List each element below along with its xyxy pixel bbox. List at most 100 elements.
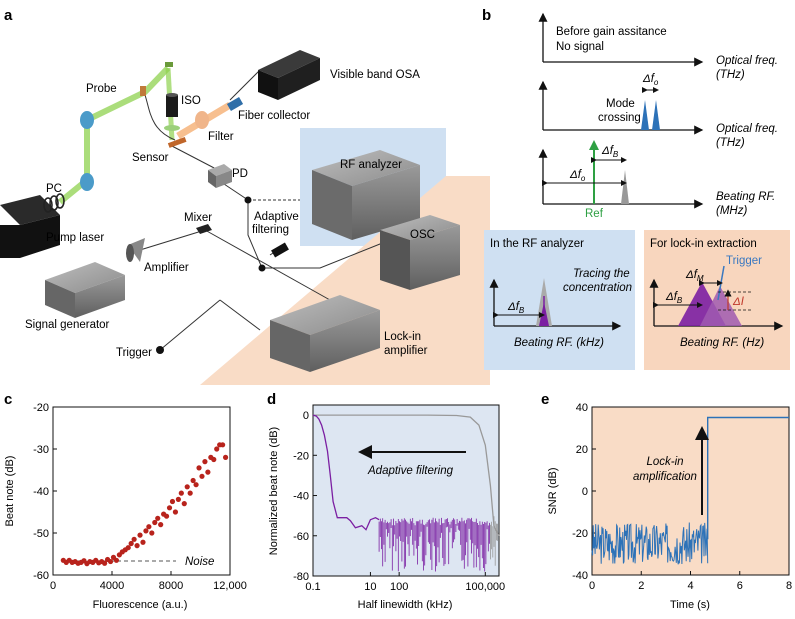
c-data-point — [175, 496, 181, 502]
label-filtering: filtering — [252, 224, 289, 236]
d-ytick-label: -20 — [293, 450, 309, 462]
c-data-point — [163, 513, 170, 519]
b-row2-text-1: Mode — [606, 98, 635, 110]
label-lockin: Lock-in — [384, 331, 421, 343]
rf-box-tracing-1: Tracing the — [573, 268, 630, 280]
sensor — [167, 137, 187, 148]
b-row3-axis-1: Beating RF. — [716, 191, 775, 203]
adaptive-filter — [271, 242, 289, 258]
c-ytick-label: -40 — [33, 486, 49, 498]
b-row2-delta: Δfo — [642, 73, 659, 87]
c-data-point — [155, 515, 161, 521]
label-rf-analyzer: RF analyzer — [340, 159, 402, 171]
b-row3-axis-2: (MHz) — [716, 205, 747, 217]
c-data-point — [125, 545, 131, 551]
c-data-point — [158, 522, 164, 528]
probe-mirror — [140, 86, 146, 96]
rf-box-delta: ΔfB — [507, 301, 525, 315]
label-filter: Filter — [208, 131, 234, 143]
panel-a: a — [0, 7, 490, 385]
c-xtick-label: 0 — [50, 580, 56, 592]
c-data-point — [190, 477, 196, 484]
c-noise-label: Noise — [185, 556, 214, 568]
e-annotation-1: Lock-in — [646, 456, 683, 468]
label-trigger: Trigger — [116, 347, 152, 359]
c-data-point — [131, 536, 137, 542]
c-data-point — [202, 459, 208, 465]
b-row1-axis-1: Optical freq. — [716, 55, 778, 67]
b-row1-text-2: No signal — [556, 41, 604, 53]
e-ytick-label: -40 — [572, 570, 588, 582]
b-row3-peak — [621, 170, 629, 204]
e-ylabel: SNR (dB) — [547, 467, 559, 514]
c-xtick-label: 4000 — [100, 580, 124, 592]
e-ytick-label: 20 — [576, 444, 588, 456]
c-data-point — [140, 539, 146, 545]
e-xtick-label: 2 — [638, 580, 644, 592]
d-xlabel: Half linewidth (kHz) — [358, 599, 453, 611]
label-pd: PD — [232, 168, 248, 180]
e-ytick-label: 40 — [576, 402, 588, 414]
lens-1 — [80, 173, 94, 191]
e-xlabel: Time (s) — [670, 599, 710, 611]
d-xtick-label: 0.1 — [305, 581, 320, 593]
d-annotation: Adaptive filtering — [367, 465, 454, 477]
b-row2-axis-2: (THz) — [716, 137, 745, 149]
e-series — [707, 416, 789, 540]
lockin-box-title: For lock-in extraction — [650, 238, 757, 250]
b-row2-text-2: crossing — [598, 112, 641, 124]
b-ref-label: Ref — [585, 208, 604, 220]
label-iso: ISO — [181, 95, 201, 107]
d-ytick-label: -60 — [293, 531, 309, 543]
c-data-point — [193, 482, 199, 488]
b-peak-1 — [641, 100, 649, 130]
label-lockin-amplifier: amplifier — [384, 345, 428, 357]
c-data-point — [149, 530, 155, 536]
c-data-point — [211, 456, 217, 463]
d-ylabel: Normalized beat note (dB) — [268, 427, 280, 555]
filter — [195, 111, 209, 129]
label-mixer: Mixer — [184, 212, 212, 224]
c-data-point — [184, 484, 190, 490]
d-ytick-label: -80 — [293, 571, 309, 583]
e-ytick-label: -20 — [572, 528, 588, 540]
label-probe: Probe — [86, 83, 117, 95]
panel-b-letter: b — [482, 7, 491, 24]
rf-box-axis: Beating RF. (kHz) — [514, 337, 604, 349]
rf-box-tracing-2: concentration — [563, 282, 632, 294]
c-data-point — [128, 540, 134, 547]
c-data-point — [113, 557, 120, 563]
c-data-point — [134, 543, 140, 549]
d-xtick-label: 100 — [390, 581, 408, 593]
label-osc: OSC — [410, 229, 435, 241]
c-data-point — [143, 528, 149, 534]
d-ytick-label: 0 — [303, 410, 309, 422]
c-ylabel: Beat note (dB) — [4, 456, 16, 527]
fiber-collector — [226, 97, 244, 111]
d-ytick-label: -40 — [293, 491, 309, 503]
b-row1-text-1: Before gain assitance — [556, 26, 667, 38]
c-data-point — [205, 469, 211, 475]
c-ytick-label: -20 — [33, 402, 49, 414]
b-row1-axis-2: (THz) — [716, 69, 745, 81]
c-data-point — [199, 473, 205, 479]
c-ytick-label: -50 — [33, 528, 49, 540]
lockin-box-delta-i: ΔI — [732, 296, 745, 308]
osc-device — [380, 215, 460, 290]
b-peak-2 — [652, 100, 660, 130]
d-xtick-label: 100,000 — [465, 581, 505, 593]
panel-d-letter: d — [267, 391, 276, 408]
visible-band-osa — [258, 50, 320, 100]
splitter-node — [244, 196, 252, 204]
b-row3-delta-o: Δfo — [569, 169, 586, 183]
c-data-point — [102, 560, 108, 566]
c-data-point — [196, 465, 202, 471]
c-data-point — [181, 501, 187, 507]
label-sensor: Sensor — [132, 152, 169, 164]
label-fiber-collector: Fiber collector — [238, 110, 310, 122]
e-xtick-label: 0 — [589, 580, 595, 592]
label-pump-laser: Pump laser — [46, 232, 104, 244]
